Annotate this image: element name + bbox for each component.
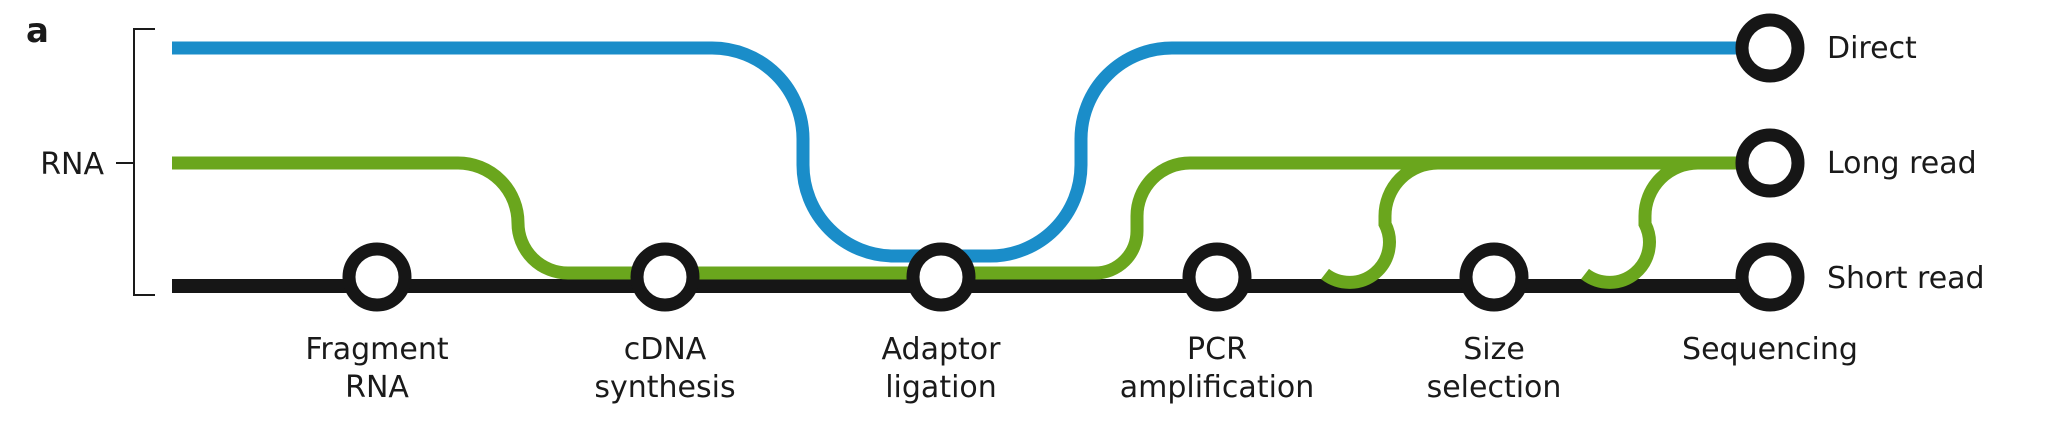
direct-track: [172, 41, 1758, 263]
node-sequencing-long: [1735, 128, 1805, 198]
node-adaptor-ligation: [906, 242, 976, 312]
node-sequencing-short: [1735, 242, 1805, 312]
track-label-long-read: Long read: [1827, 146, 1977, 181]
rna-label: RNA: [40, 147, 104, 182]
node-cdna-synthesis: [630, 242, 700, 312]
node-size-selection: [1459, 242, 1529, 312]
step-label-adaptor-line2: ligation: [885, 370, 997, 405]
step-label-size-line1: Size: [1463, 332, 1525, 367]
step-label-sequencing-line1: Sequencing: [1682, 332, 1858, 367]
step-nodes: [342, 13, 1805, 312]
node-pcr-amplification: [1182, 242, 1252, 312]
long-read-branch-size-selection: [1321, 156, 1439, 289]
rna-bracket: [116, 28, 155, 296]
track-label-direct: Direct: [1827, 31, 1917, 66]
step-labels: Fragment RNA cDNA synthesis Adaptor liga…: [305, 332, 1858, 405]
node-sequencing-direct: [1735, 13, 1805, 83]
step-label-size-line2: selection: [1427, 370, 1562, 405]
panel-label: a: [26, 11, 49, 51]
long-read-track: [172, 156, 1758, 280]
step-label-fragment-line2: RNA: [345, 370, 409, 405]
step-label-fragment-line1: Fragment: [305, 332, 449, 367]
step-label-cdna-line2: synthesis: [594, 370, 735, 405]
node-fragment-rna: [342, 242, 412, 312]
step-label-cdna-line1: cDNA: [624, 332, 707, 367]
step-label-adaptor-line1: Adaptor: [882, 332, 1002, 367]
step-label-pcr-line2: amplification: [1120, 370, 1315, 405]
step-label-pcr-line1: PCR: [1187, 332, 1247, 367]
track-labels: Direct Long read Short read: [1827, 31, 1985, 296]
track-label-short-read: Short read: [1827, 261, 1985, 296]
long-read-branch-sequencing: [1581, 156, 1699, 289]
